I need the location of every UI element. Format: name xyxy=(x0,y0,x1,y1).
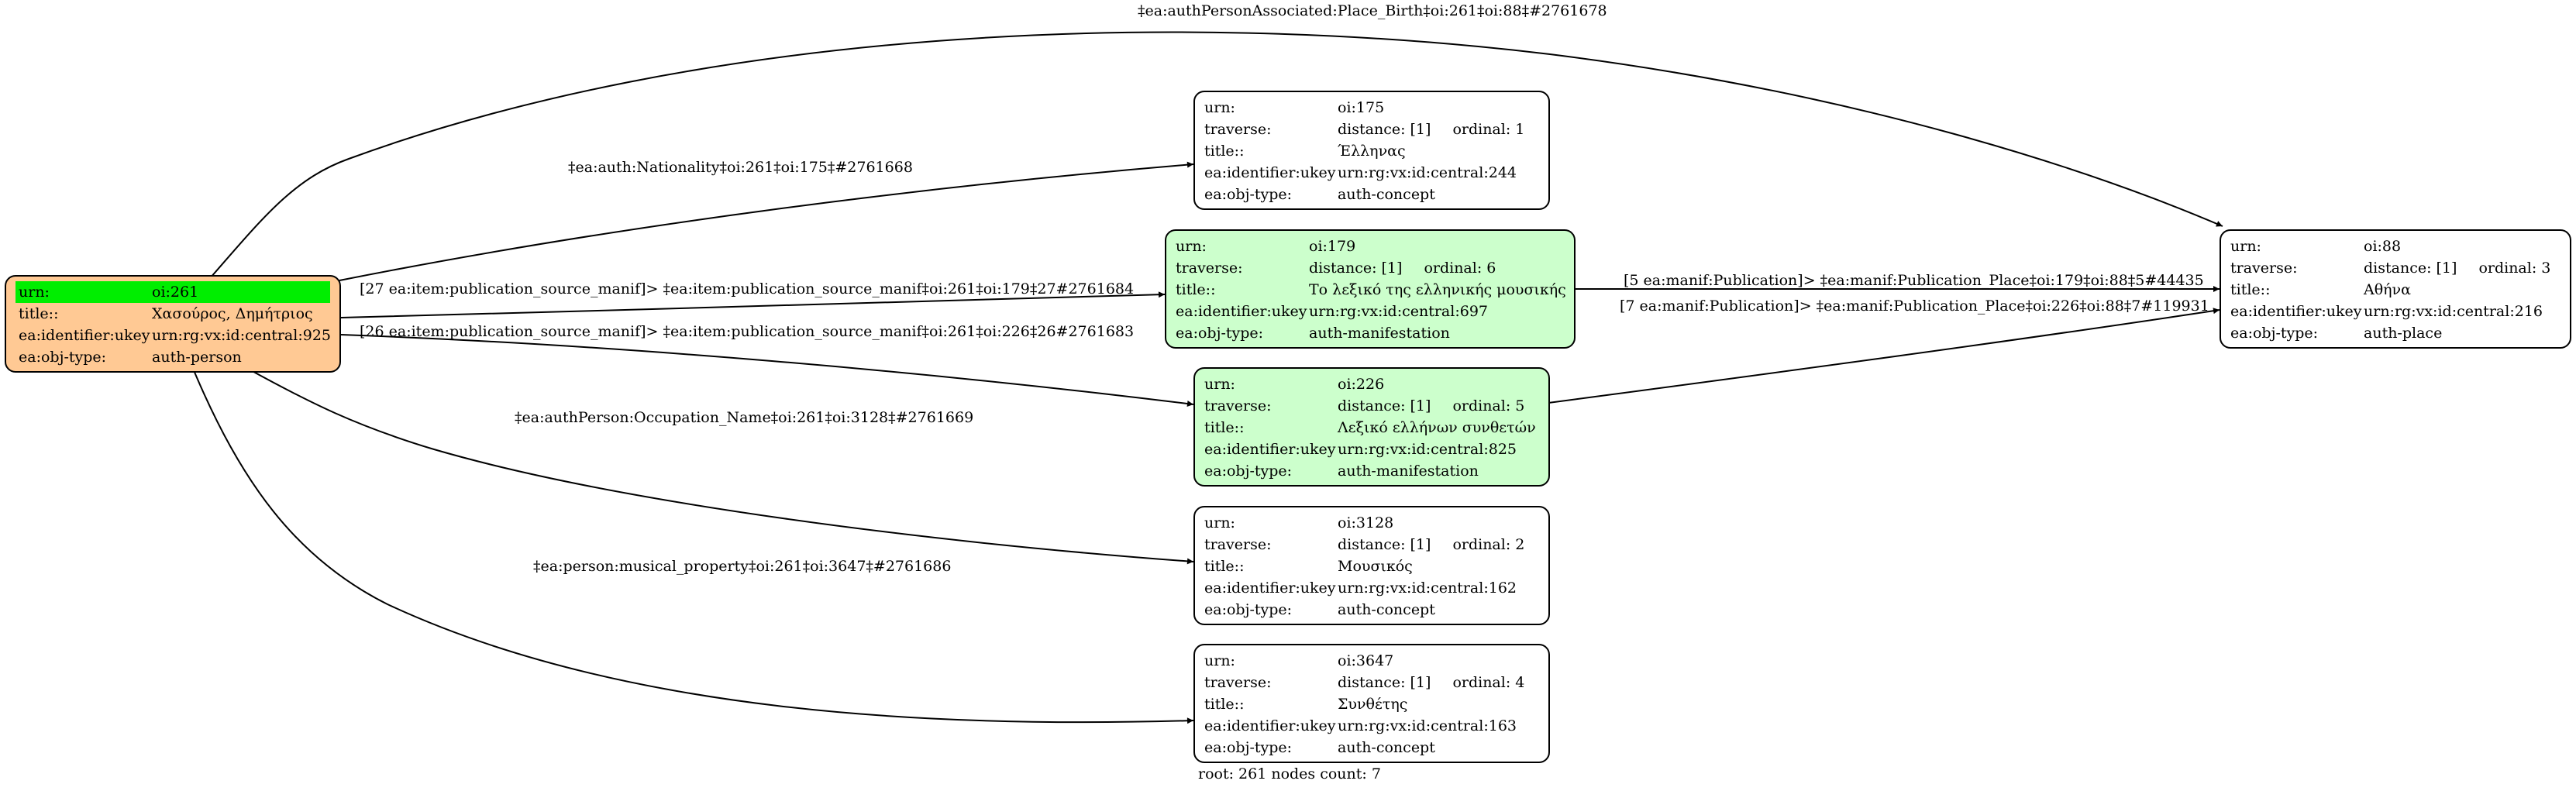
node-oi-175[interactable]: urn:oi:175 traverse:distance: [1]ordinal… xyxy=(1193,91,1550,210)
node-oi-88[interactable]: urn:oi:88 traverse:distance: [1]ordinal:… xyxy=(2220,229,2571,349)
edge-label-pubplace-226: [7 ea:manif:Publication]> ‡ea:manif:Publ… xyxy=(1620,297,2209,315)
edge-nationality xyxy=(339,161,1194,281)
node-row: ea:obj-type:auth-manifestation xyxy=(1176,325,1450,342)
node-row: traverse:distance: [1]ordinal: 3 xyxy=(2230,260,2551,277)
node-row: urn:oi:3128 xyxy=(1204,514,1394,531)
node-row: ea:obj-type:auth-person xyxy=(19,349,242,366)
edge-label-pubsrc-226: [26 ea:item:publication_source_manif]> ‡… xyxy=(360,323,1134,340)
graph-footer: root: 261 nodes count: 7 xyxy=(1198,765,1381,782)
node-row: title::Χασούρος, Δημήτριος xyxy=(19,305,313,322)
node-row: urn:oi:226 xyxy=(1204,376,1385,393)
edge-pubplace-226 xyxy=(1548,308,2220,404)
node-oi-3128[interactable]: urn:oi:3128 traverse:distance: [1]ordina… xyxy=(1193,506,1550,625)
node-row: traverse:distance: [1]ordinal: 4 xyxy=(1204,674,1525,691)
node-row: title::Συνθέτης xyxy=(1204,696,1408,713)
node-row: ea:obj-type:auth-concept xyxy=(1204,739,1435,756)
edge-label-musical: ‡ea:person:musical_property‡oi:261‡oi:36… xyxy=(533,558,951,575)
node-row: traverse:distance: [1]ordinal: 1 xyxy=(1204,121,1525,138)
root-node[interactable]: urn:oi:261 title::Χασούρος, Δημήτριος ea… xyxy=(5,275,341,373)
edge-label-nationality: ‡ea:auth:Nationality‡oi:261‡oi:175‡#2761… xyxy=(568,159,913,176)
node-row: title::Μουσικός xyxy=(1204,558,1413,575)
node-row: urn:oi:175 xyxy=(1204,99,1385,116)
node-row: ea:obj-type:auth-place xyxy=(2230,325,2443,342)
node-row: ea:obj-type:auth-concept xyxy=(1204,601,1435,618)
node-row: title::Λεξικό ελλήνων συνθετών xyxy=(1204,419,1536,436)
edge-pubsrc-179 xyxy=(340,291,1166,318)
edge-occupation xyxy=(247,368,1194,565)
node-row: traverse:distance: [1]ordinal: 6 xyxy=(1176,260,1496,277)
edge-label-pubplace-179: [5 ea:manif:Publication]> ‡ea:manif:Publ… xyxy=(1624,272,2204,289)
node-row: traverse:distance: [1]ordinal: 2 xyxy=(1204,536,1525,553)
node-row: title::Αθήνα xyxy=(2230,281,2411,298)
node-oi-3647[interactable]: urn:oi:3647 traverse:distance: [1]ordina… xyxy=(1193,644,1550,763)
edge-musical xyxy=(193,370,1194,724)
node-row: urn:oi:88 xyxy=(2230,238,2402,255)
edge-birth xyxy=(210,31,2223,278)
node-row: title::Έλληνας xyxy=(1204,143,1406,160)
edge-label-occupation: ‡ea:authPerson:Occupation_Name‡oi:261‡oi… xyxy=(515,409,973,426)
node-oi-226[interactable]: urn:oi:226 traverse:distance: [1]ordinal… xyxy=(1193,367,1550,487)
node-row: urn:oi:261 xyxy=(15,281,330,303)
node-oi-179[interactable]: urn:oi:179 traverse:distance: [1]ordinal… xyxy=(1165,229,1576,349)
node-row: ea:obj-type:auth-concept xyxy=(1204,186,1435,203)
node-row: traverse:distance: [1]ordinal: 5 xyxy=(1204,397,1525,414)
edge-label-birth: ‡ea:authPersonAssociated:Place_Birth‡oi:… xyxy=(1138,2,1607,19)
node-row: ea:obj-type:auth-manifestation xyxy=(1204,463,1479,480)
edge-pubsrc-226 xyxy=(340,334,1194,407)
node-row: urn:oi:179 xyxy=(1176,238,1356,255)
edge-label-pubsrc-179: [27 ea:item:publication_source_manif]> ‡… xyxy=(360,280,1134,297)
node-row: urn:oi:3647 xyxy=(1204,652,1394,669)
node-row: title::Το λεξικό της ελληνικής μουσικής xyxy=(1176,281,1566,298)
